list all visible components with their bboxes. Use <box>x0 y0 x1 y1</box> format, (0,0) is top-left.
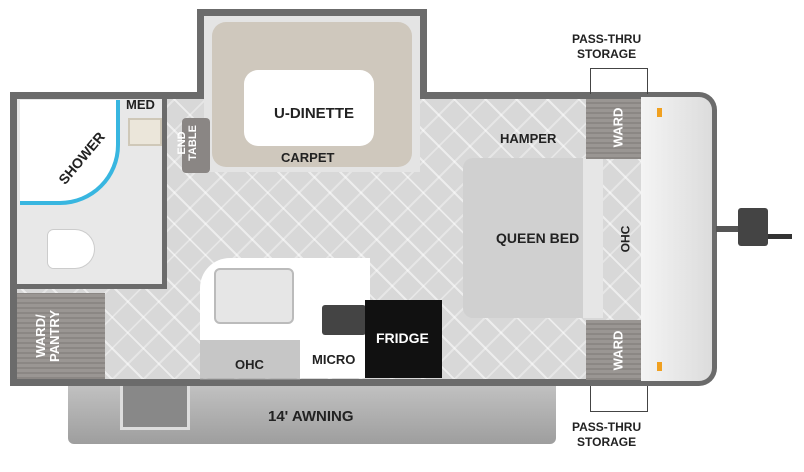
queen-bed-label: QUEEN BED <box>496 230 580 246</box>
propane-box <box>738 208 768 246</box>
dinette-label: U-DINETTE <box>274 105 354 122</box>
pass-thru-storage-top <box>590 68 648 94</box>
kitchen-sink <box>214 268 294 324</box>
sink-bathroom <box>128 118 162 146</box>
shower <box>20 100 120 205</box>
queen-bed <box>463 158 603 318</box>
ward-pantry <box>17 293 105 379</box>
marker-light-top <box>657 108 662 117</box>
pass-thru-bottom-line2: STORAGE <box>577 435 637 449</box>
end-table <box>182 118 210 173</box>
awning-label: 14' AWNING <box>268 408 354 425</box>
micro-label: MICRO <box>312 352 356 367</box>
ward-top-label: WARD <box>610 107 626 148</box>
pass-thru-bottom-line1: PASS-THRU <box>572 420 642 434</box>
marker-light-bottom <box>657 362 662 371</box>
pass-thru-top-line2: STORAGE <box>577 47 637 61</box>
fridge <box>365 300 442 378</box>
pass-thru-top-line1: PASS-THRU <box>572 32 642 46</box>
overhead-cabinet-kitchen <box>200 340 300 380</box>
wardrobe-bottom <box>586 320 641 380</box>
hitch-tongue <box>716 226 740 232</box>
hamper-label: HAMPER <box>500 131 557 146</box>
front-cap <box>641 92 717 386</box>
pass-thru-storage-bottom <box>590 386 648 412</box>
hitch-coupler <box>768 234 792 239</box>
ohc-kitchen-label: OHC <box>235 357 264 372</box>
toilet <box>48 230 94 268</box>
fridge-label: FRIDGE <box>376 330 429 346</box>
ward-pantry-label: WARD/PANTRY <box>33 310 62 362</box>
ward-bottom-label: WARD <box>610 330 626 371</box>
wardrobe-top <box>586 99 641 159</box>
dinette-table <box>244 70 374 146</box>
ward-pantry-line1: WARD/ <box>33 314 48 358</box>
carpet-label: CARPET <box>281 150 335 165</box>
ohc-front-label: OHC <box>618 225 633 253</box>
entry-steps <box>120 380 190 430</box>
med-cabinet-label: MED <box>126 97 155 112</box>
ward-pantry-line2: PANTRY <box>47 310 62 362</box>
end-table-line2: TABLE <box>186 125 199 161</box>
stovetop <box>322 305 366 335</box>
